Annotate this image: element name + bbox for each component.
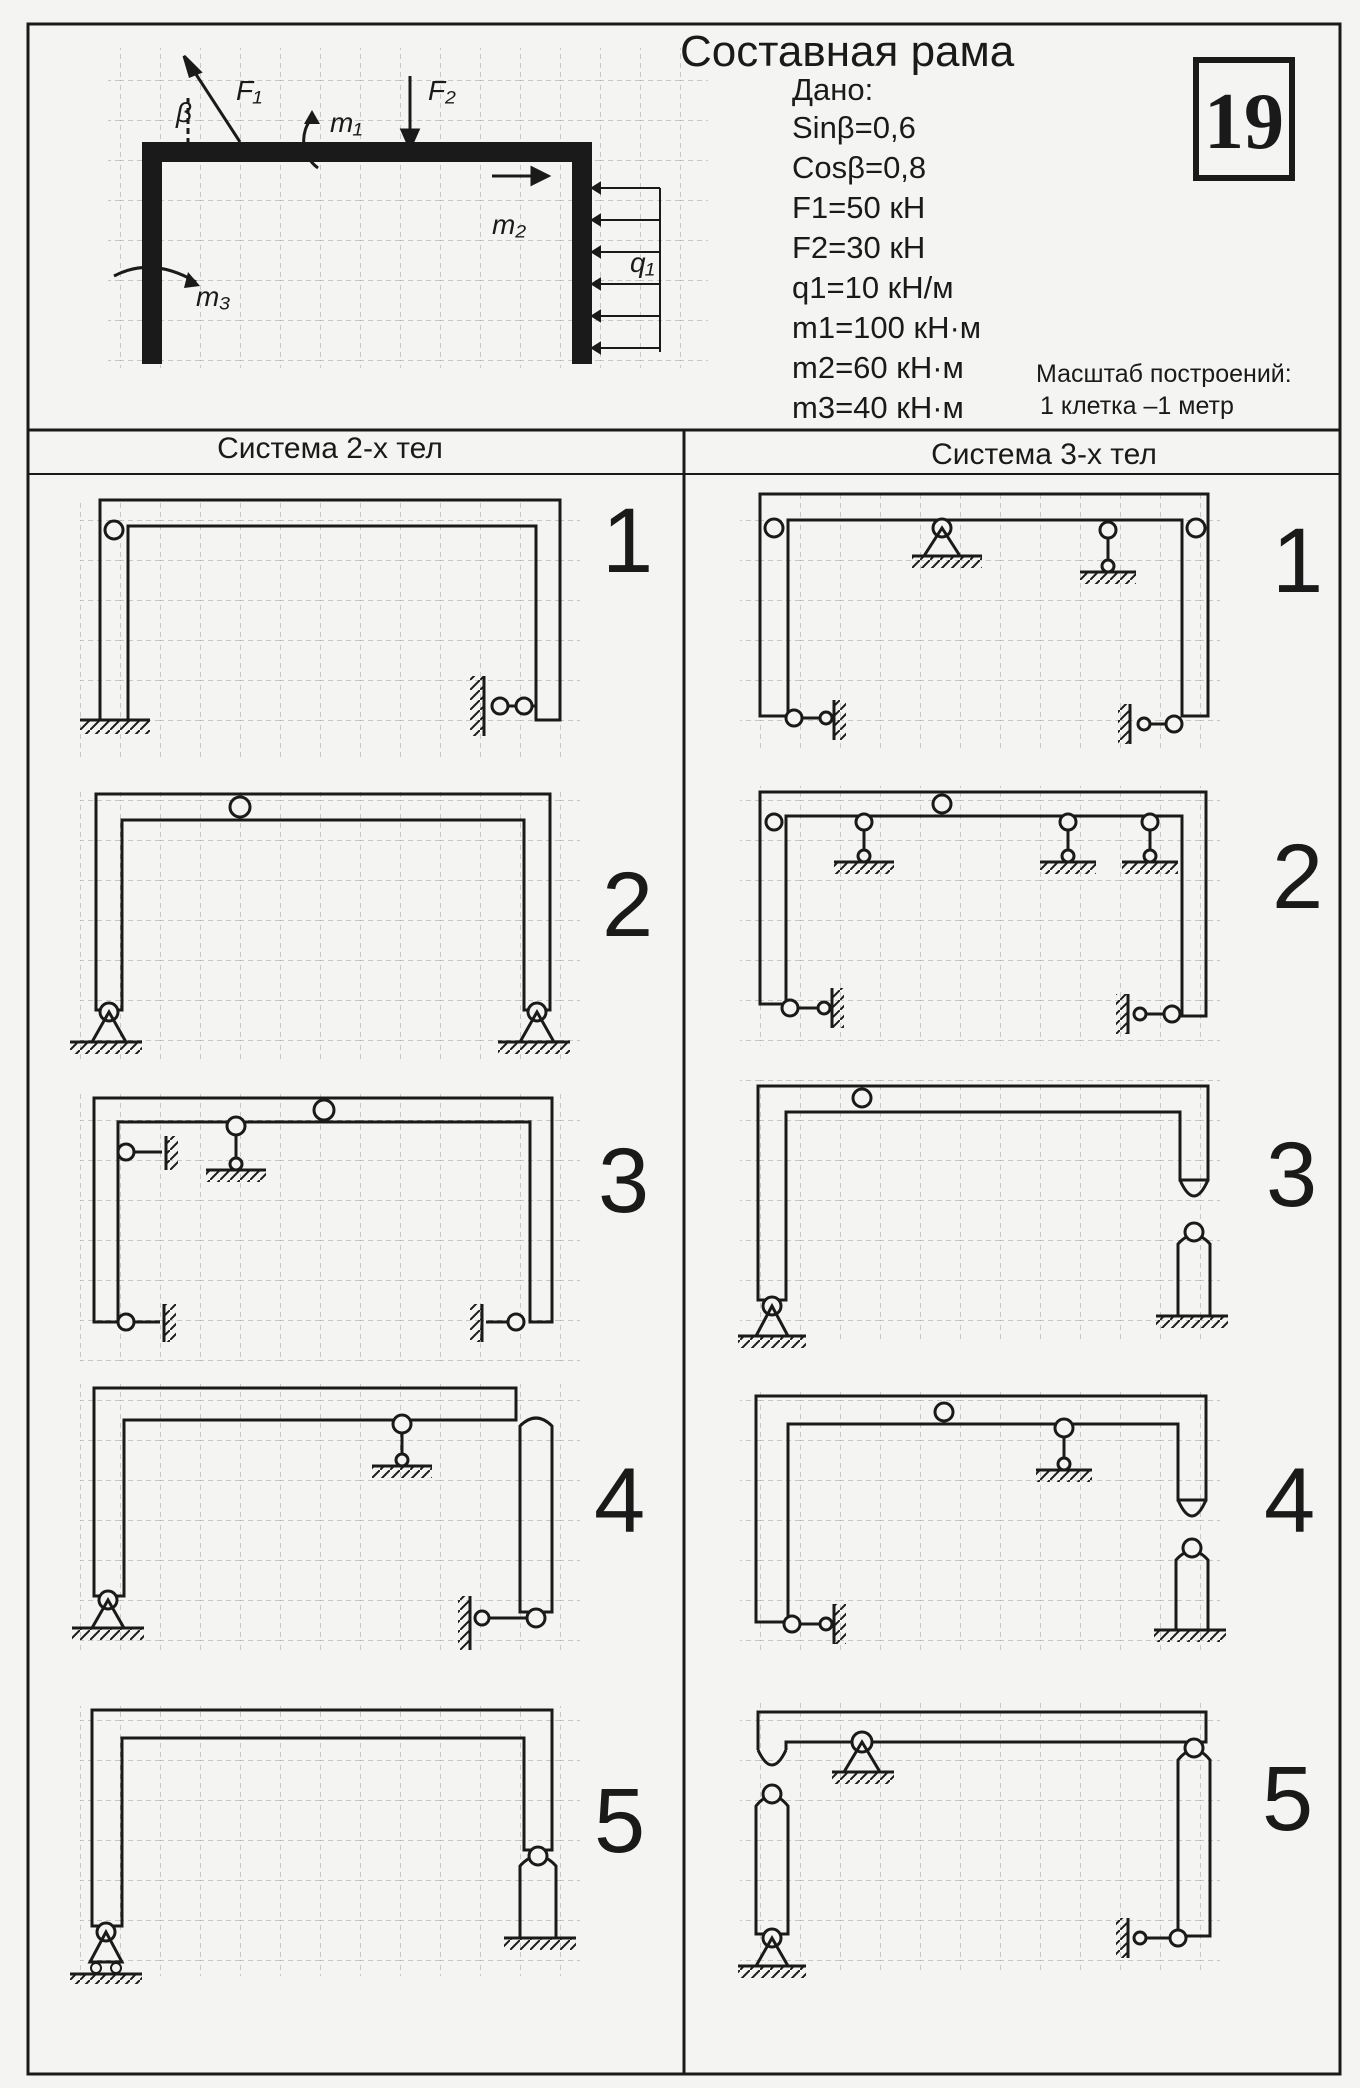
moment-m2-arrow	[492, 165, 552, 187]
main-diagram: β F₁ F₂ m₁ m₂ m₃ q₁	[108, 48, 708, 368]
scale-note-line1: Масштаб построений:	[1036, 360, 1292, 388]
label-f1: F₁	[236, 75, 262, 106]
moment-m3-head	[184, 272, 200, 288]
label-f2: F₂	[428, 75, 456, 106]
force-f2-arrow	[399, 76, 421, 152]
left-column-heading: Система 2-х тел	[217, 432, 443, 465]
given-item: m3=40 кН·м	[792, 390, 964, 425]
sheet-frame	[26, 22, 1342, 2076]
given-item: m2=60 кН·м	[792, 350, 964, 385]
force-f1-arrow	[182, 54, 242, 146]
given-label: Дано:	[792, 72, 873, 107]
scheme-3body-3	[738, 1080, 1228, 1348]
variant-number: 4	[594, 1450, 645, 1552]
right-column-heading: Система 3-х тел	[931, 438, 1157, 471]
variant-badge-number: 19	[1204, 78, 1284, 166]
given-item: m1=100 кН·м	[792, 310, 981, 345]
variant-number: 4	[1264, 1450, 1315, 1552]
moment-m1-head	[304, 110, 320, 124]
distributed-load-q1	[590, 181, 661, 355]
variant-badge: 19	[1193, 57, 1295, 181]
main-frame	[142, 142, 592, 364]
scheme-2body-3	[80, 1094, 580, 1364]
scheme-3body-2	[740, 786, 1220, 1046]
given-item: q1=10 кН/м	[792, 270, 954, 305]
page-title: Составная рама	[680, 27, 1015, 76]
variant-number: 3	[598, 1130, 649, 1232]
variant-number: 1	[1272, 510, 1323, 612]
variant-number: 5	[594, 1770, 645, 1872]
scheme-2body-1	[80, 498, 580, 760]
label-m2: m₂	[492, 209, 526, 240]
given-item: Sinβ=0,6	[792, 110, 916, 145]
label-beta: β	[175, 97, 192, 128]
given-item: Cosβ=0,8	[792, 150, 926, 185]
given-item: F2=30 кН	[792, 230, 925, 265]
scheme-2body-4	[72, 1384, 580, 1654]
variant-number: 2	[602, 854, 653, 956]
variant-number: 3	[1266, 1124, 1317, 1226]
scheme-3body-4	[740, 1390, 1226, 1650]
given-item: F1=50 кН	[792, 190, 925, 225]
label-m3: m₃	[196, 281, 230, 312]
scheme-2body-5	[70, 1706, 580, 1984]
scheme-2body-2	[70, 790, 580, 1060]
scheme-3body-5	[738, 1700, 1220, 1978]
givens-list: Sinβ=0,6 Cosβ=0,8 F1=50 кН F2=30 кН q1=1…	[792, 110, 981, 425]
label-q1: q₁	[630, 247, 655, 278]
main-grid	[108, 48, 708, 368]
scheme-3body-1	[740, 490, 1220, 750]
variant-number: 1	[602, 490, 653, 592]
label-m1: m₁	[330, 107, 362, 138]
scale-note-line2: 1 клетка –1 метр	[1040, 392, 1234, 420]
variant-number: 5	[1262, 1748, 1313, 1850]
variant-number: 2	[1272, 826, 1323, 928]
